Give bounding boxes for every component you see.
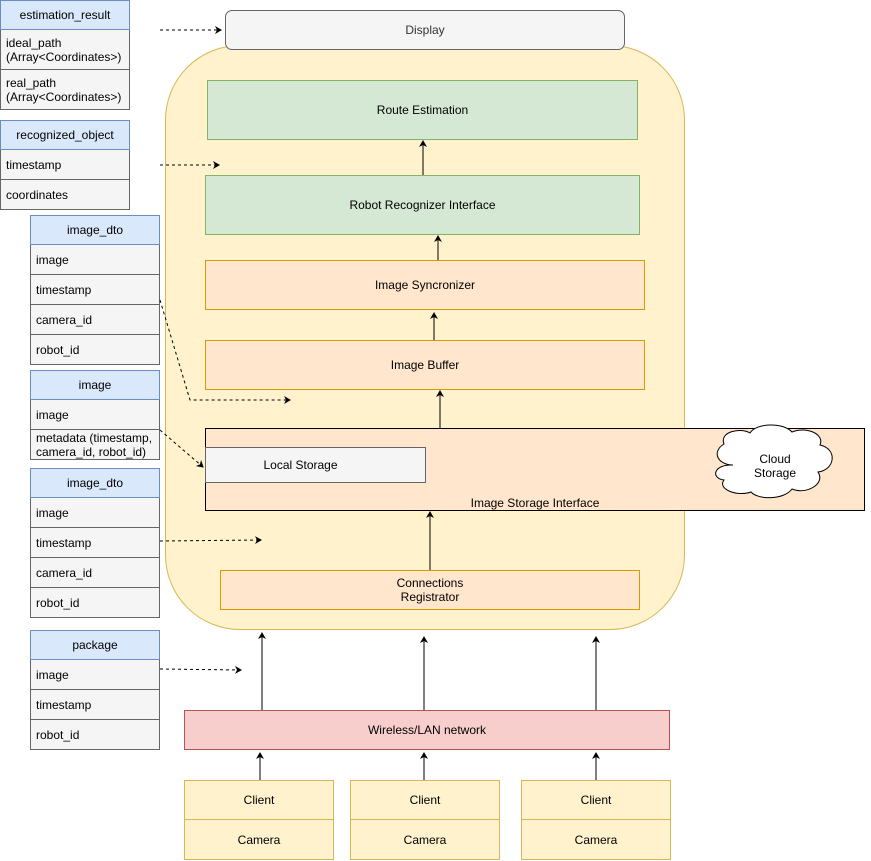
display-label: Display xyxy=(405,23,445,37)
entity-package: package image timestamp robot_id xyxy=(30,630,160,750)
route-estimation-node: Route Estimation xyxy=(207,80,638,140)
client-stack-2: Client Camera xyxy=(350,780,500,860)
entity-image: image image metadata (timestamp, camera_… xyxy=(30,370,160,460)
entity-estimation-result: estimation_result ideal_path (Array<Coor… xyxy=(0,0,130,110)
camera-cell: Camera xyxy=(521,820,671,860)
entity-title: estimation_result xyxy=(0,0,130,30)
robot-recognizer-node: Robot Recognizer Interface xyxy=(205,175,640,235)
entity-field: image xyxy=(30,400,160,430)
entity-image-dto-1: image_dto image timestamp camera_id robo… xyxy=(30,215,160,365)
image-storage-interface-label: Image Storage Interface xyxy=(470,496,600,510)
image-buffer-node: Image Buffer xyxy=(205,340,645,390)
route-estimation-label: Route Estimation xyxy=(376,103,469,117)
entity-field: timestamp xyxy=(0,150,130,180)
local-storage-node: Local Storage xyxy=(205,447,426,483)
client-stack-1: Client Camera xyxy=(184,780,334,860)
image-syncronizer-node: Image Syncronizer xyxy=(205,260,645,310)
entity-title: image_dto xyxy=(30,215,160,245)
connections-registrator-node: Connections Registrator xyxy=(220,570,640,610)
camera-cell: Camera xyxy=(350,820,500,860)
entity-field: timestamp xyxy=(30,690,160,720)
network-label: Wireless/LAN network xyxy=(367,723,487,737)
image-buffer-label: Image Buffer xyxy=(390,358,460,372)
entity-field: real_path (Array<Coordinates>) xyxy=(0,70,130,110)
entity-image-dto-2: image_dto image timestamp camera_id robo… xyxy=(30,468,160,618)
client-stack-3: Client Camera xyxy=(521,780,671,860)
entity-field: coordinates xyxy=(0,180,130,210)
entity-field: image xyxy=(30,245,160,275)
image-syncronizer-label: Image Syncronizer xyxy=(374,278,476,292)
entity-recognized-object: recognized_object timestamp coordinates xyxy=(0,120,130,210)
entity-field: robot_id xyxy=(30,588,160,618)
entity-title: recognized_object xyxy=(0,120,130,150)
entity-field: timestamp xyxy=(30,528,160,558)
entity-field: image xyxy=(30,660,160,690)
entity-title: image xyxy=(30,370,160,400)
entity-field: metadata (timestamp, camera_id, robot_id… xyxy=(30,430,160,460)
local-storage-label: Local Storage xyxy=(263,458,338,472)
entity-field: robot_id xyxy=(30,720,160,750)
cloud-storage-label: Cloud Storage xyxy=(753,452,797,480)
client-cell: Client xyxy=(521,780,671,820)
dto-arrow xyxy=(159,665,242,674)
entity-field: robot_id xyxy=(30,335,160,365)
camera-cell: Camera xyxy=(184,820,334,860)
entity-title: image_dto xyxy=(30,468,160,498)
entity-field: camera_id xyxy=(30,558,160,588)
client-cell: Client xyxy=(350,780,500,820)
entity-field: camera_id xyxy=(30,305,160,335)
client-cell: Client xyxy=(184,780,334,820)
entity-title: package xyxy=(30,630,160,660)
entity-field: timestamp xyxy=(30,275,160,305)
connections-registrator-label: Connections Registrator xyxy=(396,576,464,604)
robot-recognizer-label: Robot Recognizer Interface xyxy=(349,198,496,212)
network-node: Wireless/LAN network xyxy=(184,710,670,750)
display-node: Display xyxy=(225,10,625,50)
entity-field: ideal_path (Array<Coordinates>) xyxy=(0,30,130,70)
entity-field: image xyxy=(30,498,160,528)
